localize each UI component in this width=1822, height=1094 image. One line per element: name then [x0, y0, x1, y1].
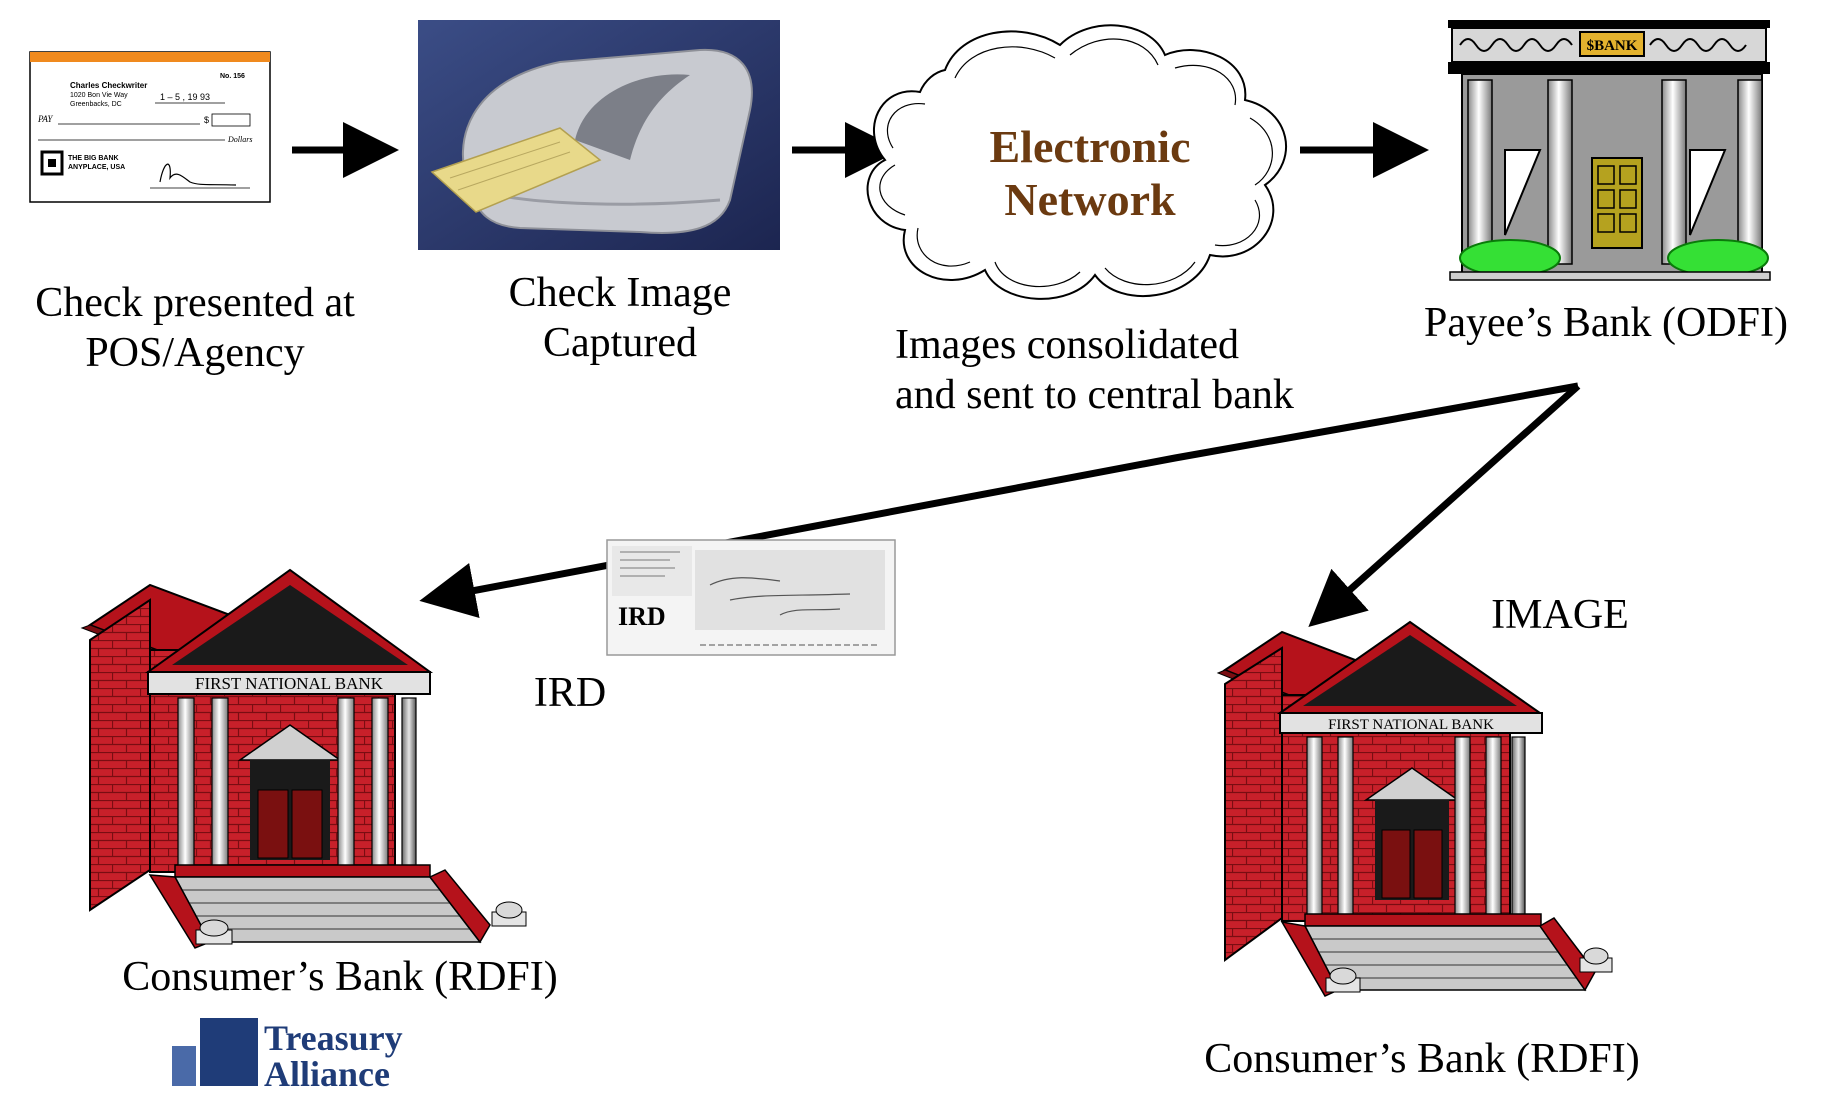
ird-doc-label: IRD	[618, 602, 666, 631]
svg-text:No. 156: No. 156	[220, 73, 245, 80]
caption-consumer-bank-right: Consumer’s Bank (RDFI)	[1204, 1036, 1640, 1082]
payee-bank-building: $BANK	[1448, 20, 1771, 281]
caption-payee-bank: Payee’s Bank (ODFI)	[1424, 300, 1788, 346]
svg-text:Greenbacks, DC: Greenbacks, DC	[70, 101, 122, 108]
caption-images-consolidated: Images consolidated and sent to central …	[895, 322, 1294, 419]
logo-line1: Treasury	[264, 1018, 403, 1058]
svg-text:THE BIG BANK: THE BIG BANK	[68, 155, 119, 162]
caption-consumer-bank-left: Consumer’s Bank (RDFI)	[122, 954, 558, 1000]
caption-image: IMAGE	[1491, 592, 1629, 638]
arrow-payee-bank-to-left-rdfi	[419, 382, 1579, 619]
left-bank-sign: FIRST NATIONAL BANK	[195, 674, 384, 693]
electronic-network-cloud: Electronic Network	[866, 24, 1288, 300]
caption-check-presented: Check presented at POS/Agency	[35, 280, 355, 377]
scanner-image	[418, 20, 780, 250]
arrow-payee-bank-to-right-rdfi	[1308, 383, 1581, 627]
caption-ird: IRD	[533, 670, 607, 716]
svg-text:ANYPLACE, USA: ANYPLACE, USA	[68, 164, 125, 171]
left-consumer-bank-building: FIRST NATIONAL BANK	[80, 568, 527, 949]
svg-text:Dollars: Dollars	[227, 135, 252, 144]
check-image: Charles Checkwriter 1020 Bon Vie Way Gre…	[29, 51, 271, 203]
network-label-line1: Electronic	[990, 121, 1191, 172]
logo-line2: Alliance	[264, 1054, 390, 1094]
svg-text:PAY: PAY	[37, 114, 53, 124]
svg-text:1 – 5 , 19 93: 1 – 5 , 19 93	[160, 92, 210, 102]
right-consumer-bank-building: FIRST NATIONAL BANK	[1216, 620, 1613, 997]
right-bank-sign: FIRST NATIONAL BANK	[1328, 717, 1494, 733]
treasury-alliance-logo-mark	[172, 1018, 258, 1086]
svg-text:1020 Bon Vie Way: 1020 Bon Vie Way	[70, 92, 128, 99]
network-label-line2: Network	[1004, 174, 1176, 225]
svg-text:$: $	[204, 115, 209, 125]
check-name: Charles Checkwriter	[70, 81, 147, 90]
caption-image-captured: Check Image Captured	[508, 270, 732, 367]
ird-document: IRD	[606, 539, 896, 656]
bank-sign-text: $BANK	[1587, 38, 1638, 54]
